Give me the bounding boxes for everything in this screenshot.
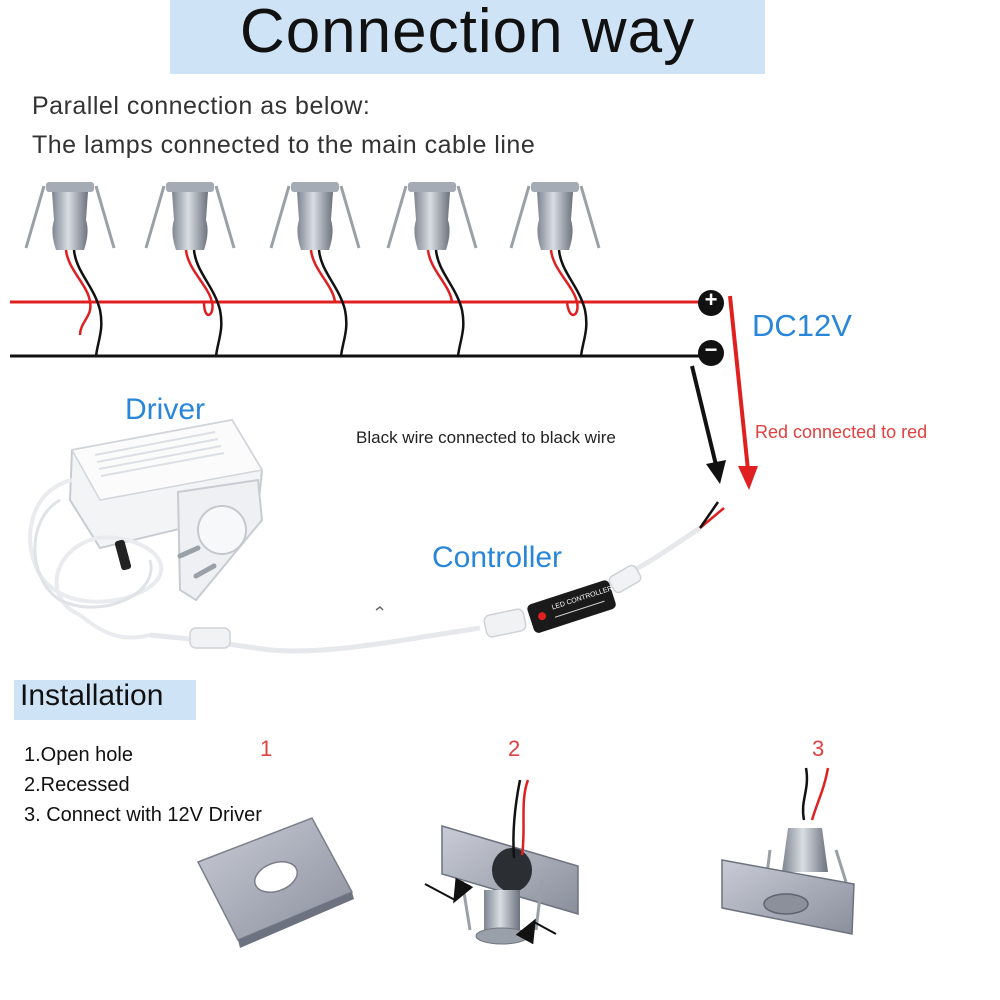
red-wire-end [699,507,725,529]
lamp-icon [144,182,236,357]
controller-icon: LED CONTROLLER [527,580,616,633]
intro-line-2: The lamps connected to the main cable li… [32,131,536,159]
driver-label: Driver [125,393,205,426]
plus-terminal-icon [698,290,724,316]
title-background [170,0,765,74]
lamp-icon [386,182,478,357]
red-wire-arrow [728,295,750,471]
stray-mark [375,606,384,611]
mounting-plate-icon [424,779,579,945]
output-plug [608,564,642,594]
dc-plug [189,627,231,649]
controller-label: Controller [432,541,563,574]
dc-cable [149,625,481,654]
figure-number-3: 3 [812,736,825,761]
lamp-icon [24,182,116,357]
voltage-label: DC12V [752,308,852,343]
dc-jack [483,608,527,638]
mounting-plate-icon [196,817,354,948]
black-wire-end [698,501,720,529]
lamp-icon [509,182,601,357]
arrow-down-icon [706,460,726,484]
install-step-1: 1.Open hole [24,744,133,766]
install-step-2: 2.Recessed [24,774,130,796]
red-wire-note: Red connected to red [755,422,928,442]
arrow-down-icon [738,466,758,490]
figure-number-2: 2 [508,736,521,761]
black-wire-arrow [690,365,718,466]
install-step-3: 3. Connect with 12V Driver [24,804,262,826]
figure-number-1: 1 [260,736,273,761]
page-title: Connection way [239,0,696,66]
lamp-icon [269,182,361,357]
black-wire-note: Black wire connected to black wire [356,428,616,447]
minus-symbol: − [704,337,718,362]
minus-terminal-icon [698,340,724,366]
power-adapter-icon [28,418,264,640]
mounting-plate-icon [721,767,855,935]
installation-heading-background [14,680,196,720]
installation-heading: Installation [20,679,164,712]
intro-line-1: Parallel connection as below: [32,92,371,120]
plus-symbol: + [704,287,718,312]
